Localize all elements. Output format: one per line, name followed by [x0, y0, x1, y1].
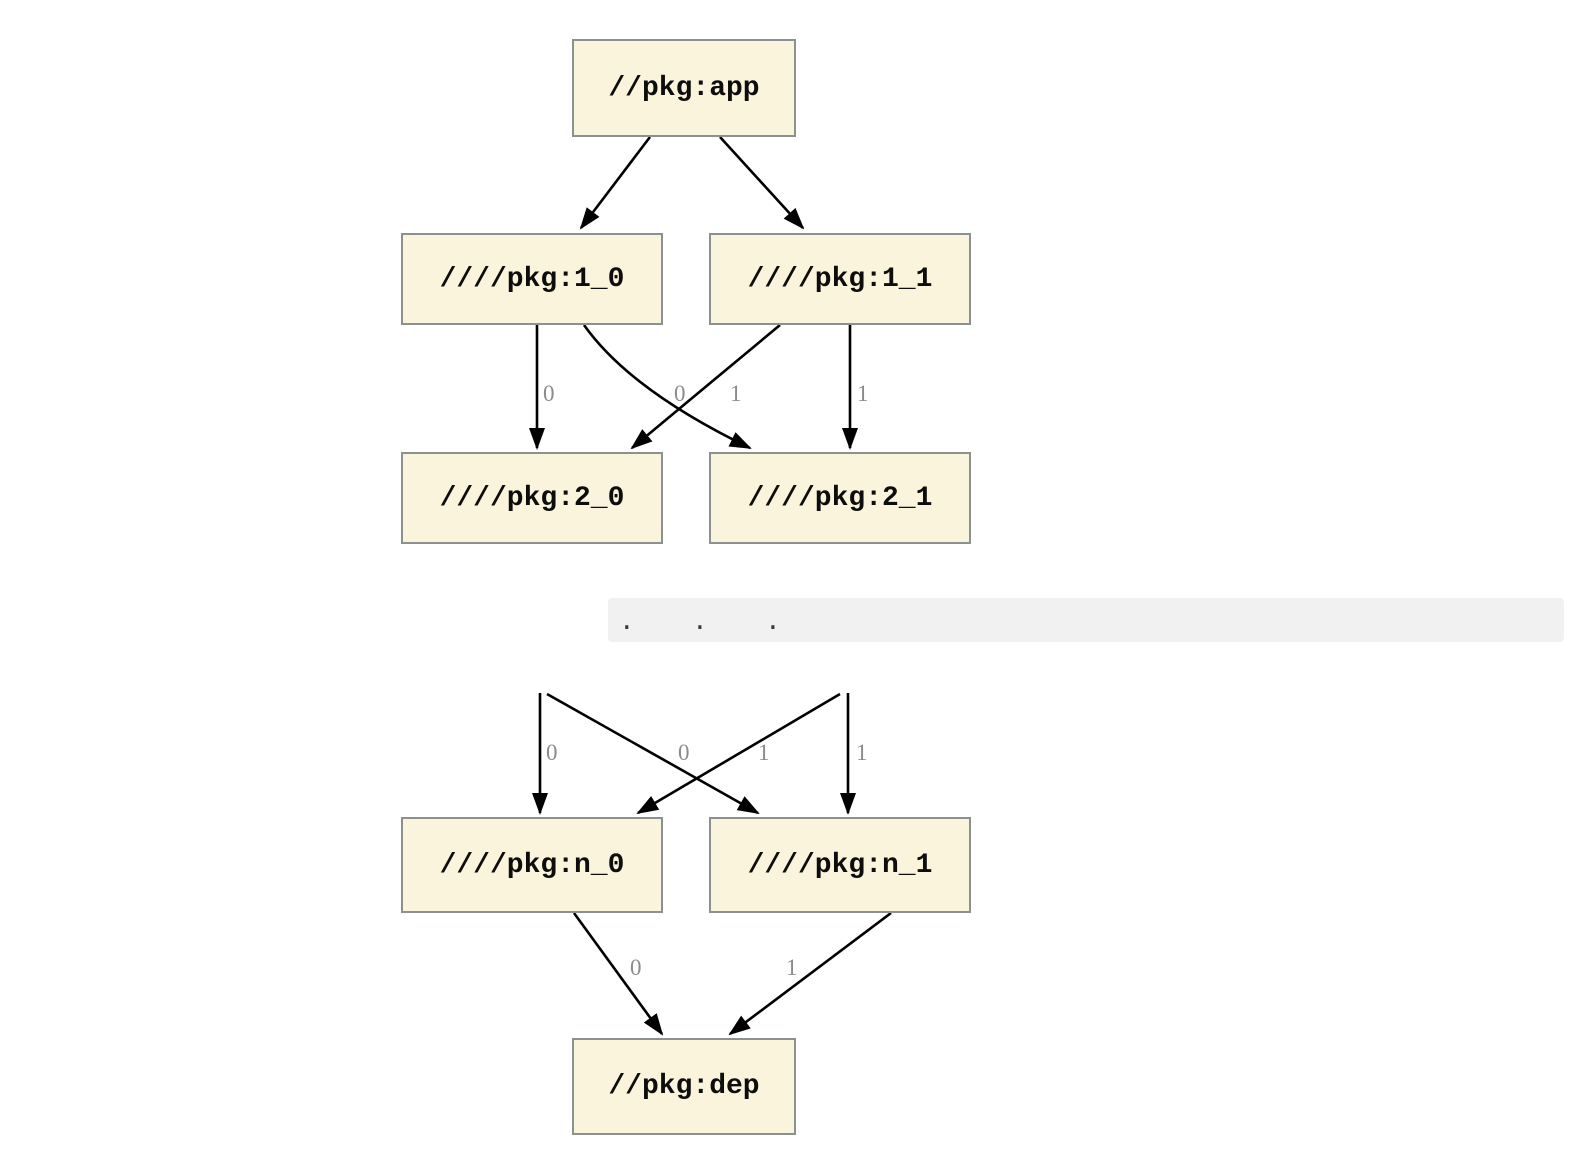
edge-label-1_1-2_0: 0	[674, 381, 686, 406]
edge-label-n_0-dep: 0	[630, 955, 642, 980]
edge-label-ellipsis-n_0-cross: 0	[678, 740, 690, 765]
edge-app-to-1_0	[579, 136, 652, 230]
node-pkg-2_0-label: ////pkg:2_0	[439, 482, 625, 514]
node-pkg-2_1-label: ////pkg:2_1	[747, 482, 933, 514]
edge-n_0-to-dep	[572, 912, 664, 1036]
node-pkg-2_0: ////pkg:2_0	[401, 452, 663, 544]
edge-label-ellipsis-n_0-straight: 0	[546, 740, 558, 765]
node-pkg-1_0-label: ////pkg:1_0	[439, 263, 625, 295]
edge-ellipsis-to-n_1-cross	[546, 692, 760, 815]
ellipsis-dots: . . .	[622, 602, 805, 637]
node-pkg-1_0: ////pkg:1_0	[401, 233, 663, 325]
node-pkg-n_0-label: ////pkg:n_0	[439, 849, 625, 881]
node-pkg-dep: //pkg:dep	[572, 1038, 796, 1135]
edge-label-1_0-2_1: 1	[730, 381, 742, 406]
edge-label-1_1-2_1: 1	[857, 381, 869, 406]
edge-label-n_1-dep: 1	[786, 955, 798, 980]
node-pkg-n_1-label: ////pkg:n_1	[747, 849, 933, 881]
edge-1_1-to-2_0	[630, 324, 781, 450]
edge-n_1-to-dep	[728, 911, 892, 1036]
node-pkg-n_0: ////pkg:n_0	[401, 817, 663, 913]
edge-ellipsis-to-n_0-cross	[636, 692, 841, 815]
ellipsis-band: . . .	[608, 598, 1564, 642]
edge-1_0-to-2_1	[582, 324, 752, 450]
node-pkg-app-label: //pkg:app	[608, 72, 760, 104]
node-pkg-n_1: ////pkg:n_1	[709, 817, 971, 913]
node-pkg-1_1-label: ////pkg:1_1	[747, 263, 933, 295]
node-pkg-dep-label: //pkg:dep	[608, 1071, 760, 1102]
edge-app-to-1_1	[719, 136, 805, 230]
edge-label-ellipsis-n_1-cross: 1	[758, 740, 770, 765]
node-pkg-app: //pkg:app	[572, 39, 796, 137]
node-pkg-2_1: ////pkg:2_1	[709, 452, 971, 544]
node-pkg-1_1: ////pkg:1_1	[709, 233, 971, 325]
edge-label-ellipsis-n_1-straight: 1	[856, 740, 868, 765]
edge-label-1_0-2_0: 0	[543, 381, 555, 406]
